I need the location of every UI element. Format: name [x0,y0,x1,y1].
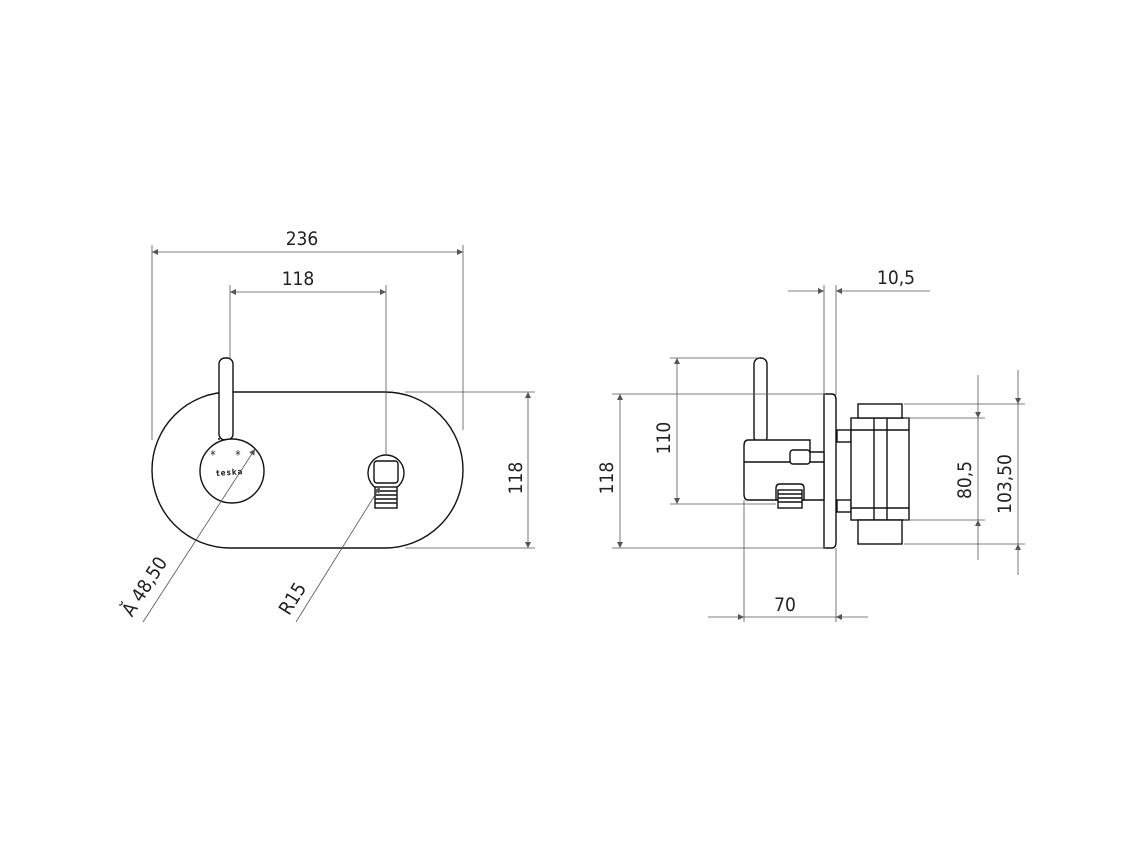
outlet-inner [373,460,399,484]
leader-diameter [142,448,256,623]
wall-plate [823,393,837,549]
dim-overall-width: 236 [286,228,319,250]
dim-handle-spacing: 118 [282,268,315,290]
dim-lever-height: 110 [653,422,675,455]
dim-box-total-height: 103,50 [994,454,1016,514]
brand-logo: teska [216,467,244,478]
dim-side-height: 118 [596,462,618,495]
dim-plate-thickness: 10,5 [877,267,915,289]
dim-box-height: 80,5 [954,461,976,499]
side-view: 10,5 110 118 70 80,5 103,50 [596,267,1025,622]
leader-radius [295,486,381,623]
side-lever [753,357,768,444]
dim-handle-diameter: Ă 48,50 [116,552,172,620]
dim-outlet-radius: R15 [275,579,311,619]
concealed-box [836,403,910,545]
cover-plate [151,391,464,549]
mixer-handle [199,438,265,504]
outlet-thread [374,486,398,509]
side-outlet-thread [777,489,803,509]
cold-symbol: * [210,448,216,462]
dim-projection: 70 [774,594,796,616]
lever-stem [218,357,234,441]
dim-front-height: 118 [505,462,527,495]
front-view: * * teska 236 118 118 Ă 48,50 [116,228,535,623]
hot-symbol: * [235,448,241,462]
